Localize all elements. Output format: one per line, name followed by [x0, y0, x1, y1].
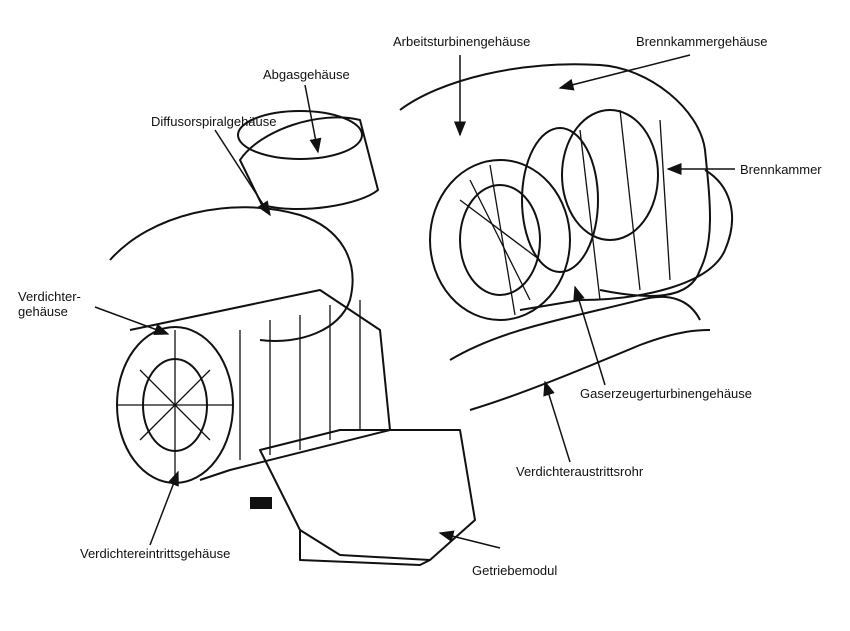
leader-abgas [304, 84, 322, 154]
label-verdichtergehaeuse-line2: gehäuse [18, 304, 68, 319]
label-getriebemodul: Getriebemodul [472, 563, 558, 578]
label-verdichtergehaeuse: Verdichter- gehäuse [18, 289, 81, 319]
label-verdichtergehaeuse-line1: Verdichter- [18, 289, 81, 304]
combustor-ring-b [521, 127, 599, 273]
gearbox-module [259, 429, 476, 561]
label-abgasgehaeuse: Abgasgehäuse [263, 67, 350, 82]
leader-diffusor [214, 129, 271, 217]
leader-gaserzeuger [573, 285, 606, 386]
exhaust-stack [239, 116, 379, 210]
label-verdichtereintrittsgehaeuse: Verdichtereintrittsgehäuse [80, 546, 231, 561]
power-turbine-wheel [429, 159, 571, 321]
leader-eintritt [149, 470, 179, 546]
label-diffusorspiralgehaeuse: Diffusorspiralgehäuse [151, 114, 277, 129]
engine-outline [109, 63, 734, 566]
combustor-ring-a [561, 109, 659, 241]
combustor-housing-lower [519, 169, 734, 311]
diffuser-scroll [109, 206, 354, 342]
label-brennkammer: Brennkammer [740, 162, 822, 177]
leader-getriebe [438, 530, 501, 549]
gearbox-lower [299, 530, 431, 566]
compressor-discharge-tube-lower [469, 329, 711, 411]
label-arbeitsturbinengehaeuse: Arbeitsturbinengehäuse [393, 34, 531, 49]
label-brennkammergehaeuse: Brennkammergehäuse [636, 34, 768, 49]
label-gaserzeugerturbinengehaeuse: Gaserzeugerturbinengehäuse [580, 386, 753, 401]
label-verdichteraustrittsrohr: Verdichteraustrittsrohr [516, 464, 644, 479]
power-turbine-hub [459, 184, 541, 296]
leader-austritt [543, 380, 571, 463]
compressor-body [129, 289, 391, 481]
leader-lines [94, 54, 735, 549]
leader-brennkammergehaeuse [558, 54, 691, 91]
engine-details [117, 109, 671, 480]
black-tab [250, 497, 272, 509]
leader-verdichter [94, 306, 170, 335]
combustor-housing [399, 63, 711, 297]
exhaust-rim [237, 110, 363, 160]
compressor-discharge-tube [449, 295, 701, 361]
